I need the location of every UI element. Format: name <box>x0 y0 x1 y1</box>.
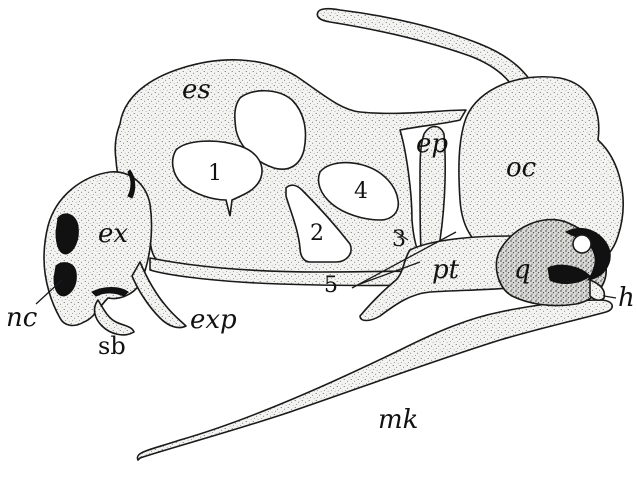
label-sb: sb <box>98 332 126 360</box>
label-oc: oc <box>506 153 537 183</box>
label-1: 1 <box>208 161 222 186</box>
label-h: h <box>618 283 635 313</box>
label-exp: exp <box>190 305 237 335</box>
label-3: 3 <box>392 227 406 252</box>
label-ep: ep <box>416 129 448 159</box>
ear-ring <box>573 235 591 253</box>
label-2: 2 <box>310 221 324 246</box>
label-pt: pt <box>432 255 460 285</box>
label-q: q <box>514 255 531 285</box>
label-ex: ex <box>98 219 128 249</box>
label-mk: mk <box>378 405 418 435</box>
label-4: 4 <box>354 179 368 204</box>
leader-line-h <box>604 296 616 298</box>
cranium-body <box>115 60 466 278</box>
label-nc: nc <box>6 303 38 333</box>
sb-process <box>95 300 134 335</box>
label-5: 5 <box>324 273 338 298</box>
label-es: es <box>182 75 211 105</box>
